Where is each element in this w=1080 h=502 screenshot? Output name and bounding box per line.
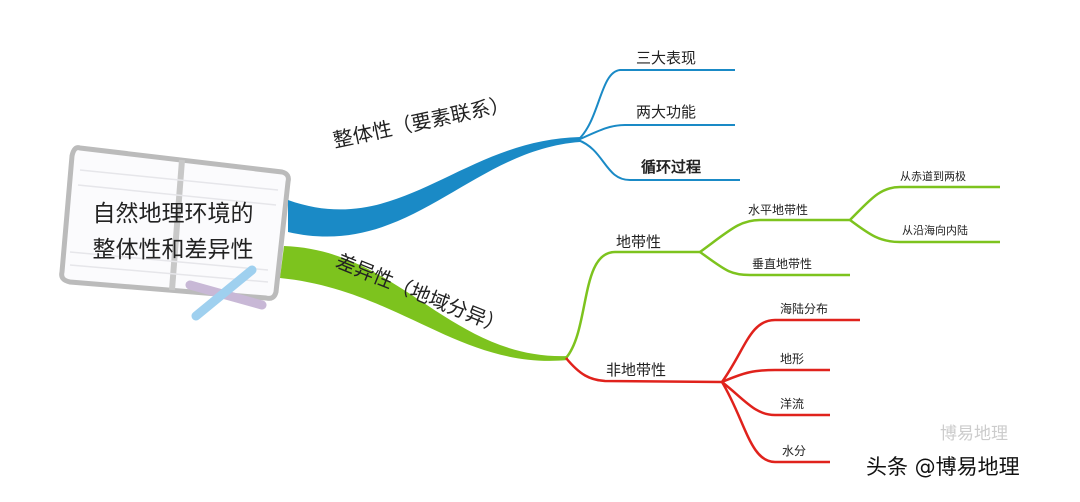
azonal-child: 洋流: [780, 397, 805, 411]
wechat-watermark: 博易地理: [940, 424, 1008, 444]
horizontal-child: 从赤道到两极: [900, 170, 966, 183]
azonal-child: 海陆分布: [780, 302, 829, 316]
integrity-child: 循环过程: [641, 158, 702, 176]
azonal-sub-branches: [565, 318, 860, 464]
azonal-label: 非地带性: [606, 361, 667, 379]
integrity-child: 三大表现: [636, 49, 697, 67]
integrity-branch: [288, 137, 580, 237]
central-topic: 自然地理环境的整体性和差异性: [68, 196, 278, 268]
zonal-label: 地带性: [616, 233, 662, 251]
notebook-icon: [59, 145, 291, 301]
zonal-sub-branches: [565, 185, 1000, 359]
vertical-zonal-label: 垂直地带性: [752, 257, 813, 271]
central-topic-line1: 自然地理环境的: [92, 201, 254, 227]
azonal-child: 水分: [782, 444, 807, 458]
horizontal-child: 从沿海向内陆: [902, 224, 968, 237]
integrity-sub-branches: [577, 69, 740, 181]
source-watermark: 头条 @博易地理: [866, 455, 1020, 479]
integrity-child: 两大功能: [636, 103, 697, 121]
pen-icon: [185, 265, 267, 321]
horizontal-zonal-label: 水平地带性: [748, 203, 809, 217]
azonal-child: 地形: [780, 352, 805, 366]
central-topic-line2: 整体性和差异性: [92, 237, 254, 263]
difference-branch: [280, 246, 568, 361]
